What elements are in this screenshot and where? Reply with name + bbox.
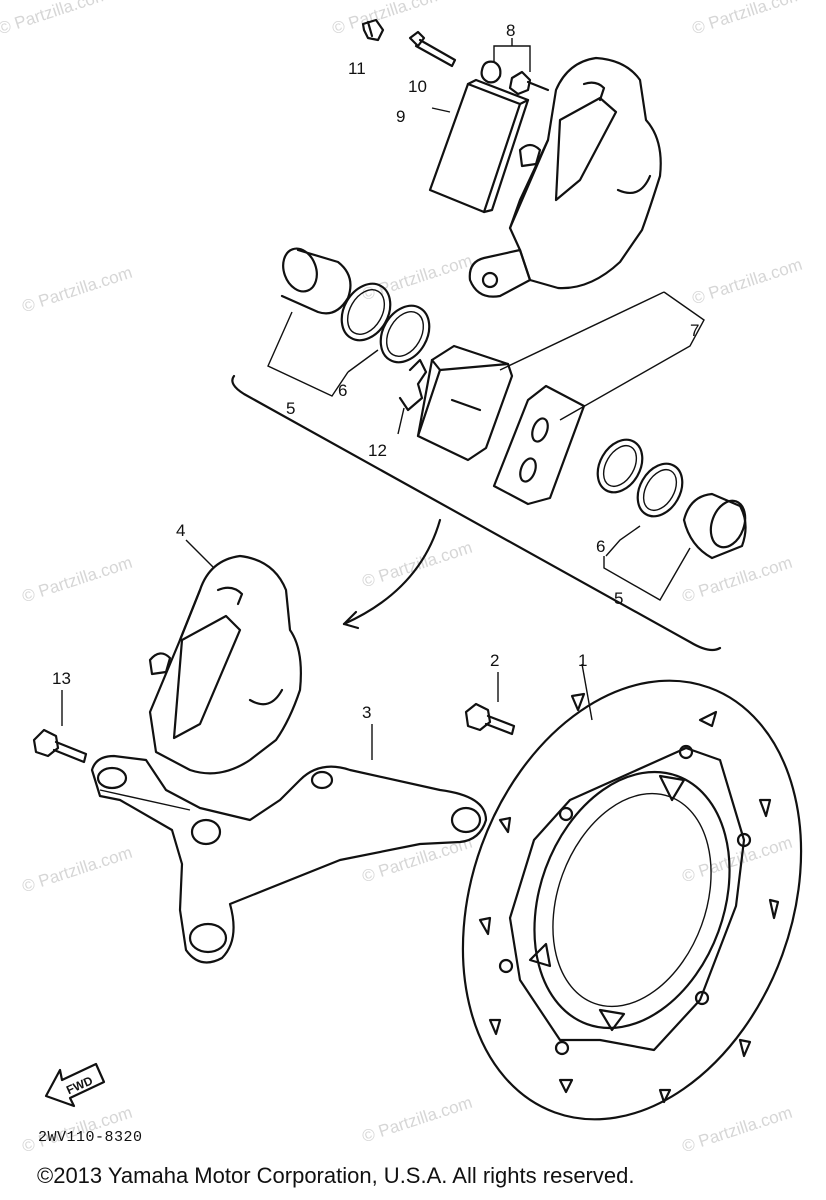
diagram-part-number: 2WV110-8320 [38,1129,143,1146]
part-7-pads [416,344,586,506]
callout-13: 13 [52,669,71,688]
callout-4: 4 [176,521,185,540]
part-10-pin [408,30,457,68]
part-2-bolt [464,702,516,736]
part-8-caps [480,38,550,96]
part-6-seal-right [596,438,684,518]
callout-3: 3 [362,703,371,722]
caliper-top-exploded [468,56,662,298]
callout-9: 9 [396,107,405,126]
callout-2: 2 [490,651,499,670]
callout-5-right: 5 [614,589,623,608]
part-9-pad [428,78,530,214]
callout-6-left: 6 [338,381,347,400]
part-4-caliper [148,554,302,775]
part-12-spring [398,358,428,412]
part-3-bracket [90,754,488,964]
callout-labels: 11 10 8 9 7 5 6 12 6 5 4 13 2 1 3 [52,21,699,722]
fwd-arrow-icon: FWD [44,1062,106,1108]
callout-11: 11 [348,59,366,78]
callout-7: 7 [690,321,699,340]
callout-12: 12 [368,441,387,460]
callout-1: 1 [578,651,587,670]
part-11-clip [361,18,385,42]
part-6-seal-left [340,282,431,364]
part-1-brake-disc [461,679,803,1121]
copyright-notice: ©2013 Yamaha Motor Corporation, U.S.A. A… [37,1163,635,1188]
callout-8: 8 [506,21,515,40]
callout-5-left: 5 [286,399,295,418]
part-5-piston-left [280,247,352,315]
assembly-bracket [231,374,722,652]
leader-lines [61,107,705,760]
callout-6-right: 6 [596,537,605,556]
part-13-bolt [32,728,88,764]
part-5-piston-right [682,492,747,560]
callout-10: 10 [408,77,427,96]
